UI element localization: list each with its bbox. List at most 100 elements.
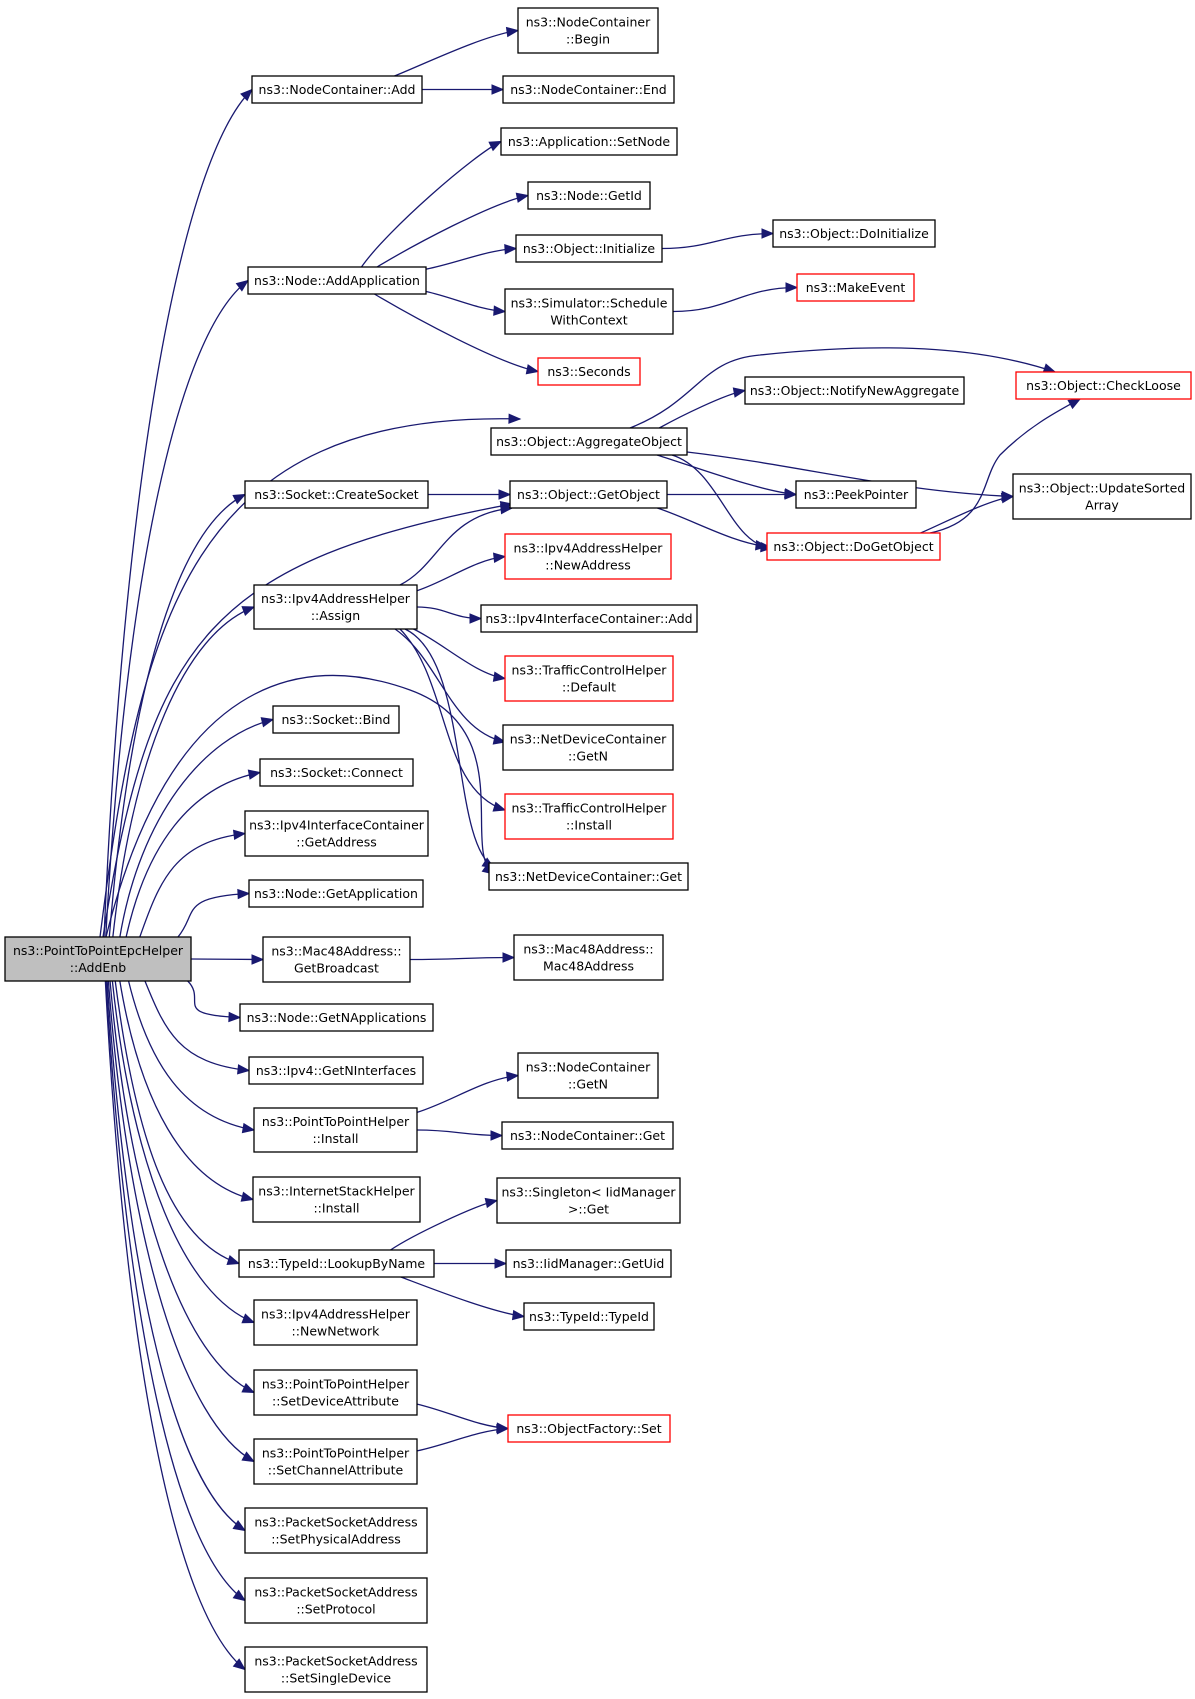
arrowhead-root-to-node_getapp: [237, 888, 251, 900]
arrowhead-nc_add-to-nc_end: [491, 84, 505, 95]
function-node-nc-get[interactable]: ns3::NodeContainer::Get: [501, 1121, 674, 1150]
node-label: ns3::PointToPointHelper: [262, 1446, 410, 1461]
function-node-objfactory-set[interactable]: ns3::ObjectFactory::Set: [507, 1414, 671, 1443]
function-node-ndc-get[interactable]: ns3::NetDeviceContainer::Get: [488, 862, 689, 891]
arrowhead-ipv4ah_assign-to-tch_install: [492, 801, 507, 812]
node-box: [1012, 473, 1192, 520]
arrowhead-ipv4ah_assign-to-tch_default: [492, 671, 507, 682]
function-node-p2ph-setchan[interactable]: ns3::PointToPointHelper::SetChannelAttri…: [253, 1438, 418, 1485]
function-node-ipv4ah-newnet[interactable]: ns3::Ipv4AddressHelper::NewNetwork: [253, 1299, 418, 1346]
node-label: Array: [1085, 498, 1119, 513]
node-box: [796, 273, 915, 302]
node-label: ::SetPhysicalAddress: [271, 1532, 401, 1547]
call-edge-root-to-obj_aggregate: [99, 418, 521, 938]
function-node-seconds[interactable]: ns3::Seconds: [537, 357, 641, 386]
node-box: [505, 1249, 672, 1278]
function-node-mac48-ctor[interactable]: ns3::Mac48Address::Mac48Address: [513, 934, 664, 981]
call-edge-root-to-ndc_get: [105, 674, 495, 938]
call-edge-node_addapp-to-sim_sched: [425, 290, 506, 313]
node-label: ns3::PeekPointer: [804, 487, 909, 502]
function-node-typeid-ctor[interactable]: ns3::TypeId::TypeId: [523, 1302, 655, 1331]
function-node-nc-end[interactable]: ns3::NodeContainer::End: [502, 75, 675, 104]
arrowhead-root-to-ipv4_getnif: [237, 1064, 251, 1075]
function-node-mac48-getbc[interactable]: ns3::Mac48Address::GetBroadcast: [262, 936, 411, 983]
function-node-ipv4ah-newaddr[interactable]: ns3::Ipv4AddressHelper::NewAddress: [504, 533, 672, 580]
node-box: [248, 1056, 424, 1085]
function-node-tch-default[interactable]: ns3::TrafficControlHelper::Default: [504, 655, 674, 702]
node-label: ns3::Object::Initialize: [523, 241, 656, 256]
node-label: ns3::InternetStackHelper: [258, 1184, 415, 1199]
arrowhead-root-to-sock_create: [232, 493, 247, 505]
node-box: [504, 288, 674, 335]
function-node-singleton-get[interactable]: ns3::Singleton< IidManager>::Get: [496, 1177, 681, 1224]
function-node-ish-install[interactable]: ns3::InternetStackHelper::Install: [252, 1176, 421, 1223]
function-node-obj-doinit[interactable]: ns3::Object::DoInitialize: [772, 219, 936, 248]
function-node-nc-getn[interactable]: ns3::NodeContainer::GetN: [517, 1052, 659, 1099]
node-label: ns3::Node::GetNApplications: [247, 1010, 427, 1025]
arrowhead-root-to-ipv4ah_newnet: [241, 1313, 256, 1324]
function-node-psa-setsingle[interactable]: ns3::PacketSocketAddress::SetSingleDevic…: [244, 1646, 428, 1693]
node-label: ns3::Object::NotifyNewAggregate: [750, 383, 960, 398]
node-label: ::SetChannelAttribute: [268, 1463, 404, 1478]
function-node-nc-begin[interactable]: ns3::NodeContainer::Begin: [517, 7, 659, 54]
node-label: ns3::Mac48Address::: [523, 942, 653, 957]
node-box: [238, 1249, 435, 1278]
arrowhead-typeid_lookup-to-iidmgr_getuid: [494, 1258, 508, 1269]
function-node-obj-getobject[interactable]: ns3::Object::GetObject: [509, 480, 668, 509]
function-node-ipv4ic-add[interactable]: ns3::Ipv4InterfaceContainer::Add: [480, 604, 698, 633]
function-node-obj-init[interactable]: ns3::Object::Initialize: [515, 234, 663, 263]
function-node-app-setnode[interactable]: ns3::Application::SetNode: [500, 127, 678, 156]
arrowhead-node_addapp-to-app_setnode: [488, 140, 503, 152]
function-node-obj-notify[interactable]: ns3::Object::NotifyNewAggregate: [744, 376, 965, 405]
function-node-root[interactable]: ns3::PointToPointEpcHelper::AddEnb: [4, 936, 192, 982]
function-node-sock-connect[interactable]: ns3::Socket::Connect: [259, 758, 414, 787]
function-node-node-getapp[interactable]: ns3::Node::GetApplication: [248, 879, 424, 908]
node-box: [515, 234, 663, 263]
arrowhead-node_addapp-to-sim_sched: [493, 305, 507, 316]
function-node-tch-install[interactable]: ns3::TrafficControlHelper::Install: [504, 793, 674, 840]
arrowhead-sock_create-to-obj_getobject: [498, 489, 512, 500]
function-node-node-addapp[interactable]: ns3::Node::AddApplication: [247, 266, 427, 295]
function-node-p2ph-setdev[interactable]: ns3::PointToPointHelper::SetDeviceAttrib…: [253, 1369, 418, 1416]
function-node-ndc-getn[interactable]: ns3::NetDeviceContainer::GetN: [502, 724, 674, 771]
function-node-typeid-lookup[interactable]: ns3::TypeId::LookupByName: [238, 1249, 435, 1278]
function-node-ipv4ah-assign[interactable]: ns3::Ipv4AddressHelper::Assign: [253, 584, 418, 630]
node-box: [501, 1121, 674, 1150]
function-node-ipv4ic-getaddr[interactable]: ns3::Ipv4InterfaceContainer::GetAddress: [244, 810, 429, 857]
node-label: ns3::Object::GetObject: [517, 487, 660, 502]
arrowhead-root-to-mac48_getbc: [251, 954, 265, 965]
arrowhead-p2ph_setchan-to-objfactory_set: [496, 1424, 510, 1435]
function-node-makeevent[interactable]: ns3::MakeEvent: [796, 273, 915, 302]
node-label: ::NewAddress: [545, 558, 630, 573]
node-label: ::SetProtocol: [296, 1602, 375, 1617]
arrowhead-obj_dogetobject-to-obj_updatesorted: [1000, 492, 1015, 504]
function-node-obj-checkloose[interactable]: ns3::Object::CheckLoose: [1015, 371, 1192, 400]
function-node-obj-dogetobject[interactable]: ns3::Object::DoGetObject: [766, 532, 941, 561]
call-edge-obj_init-to-obj_doinit: [661, 232, 774, 250]
arrowhead-root-to-p2ph_setchan: [241, 1451, 256, 1463]
function-node-sock-bind[interactable]: ns3::Socket::Bind: [272, 705, 400, 734]
function-node-nc-add[interactable]: ns3::NodeContainer::Add: [251, 75, 423, 104]
function-node-psa-setproto[interactable]: ns3::PacketSocketAddress::SetProtocol: [244, 1577, 428, 1624]
node-box: [502, 75, 675, 104]
node-box: [488, 862, 689, 891]
function-node-iidmgr-getuid[interactable]: ns3::IidManager::GetUid: [505, 1249, 672, 1278]
node-box: [766, 532, 941, 561]
node-box: [244, 480, 429, 509]
node-box: [251, 75, 423, 104]
call-edge-ipv4ah_assign-to-obj_getobject: [399, 507, 513, 586]
function-node-peekpointer[interactable]: ns3::PeekPointer: [795, 480, 917, 509]
node-box: [509, 480, 668, 509]
function-node-node-getnapps[interactable]: ns3::Node::GetNApplications: [239, 1003, 434, 1032]
function-node-ipv4-getnif[interactable]: ns3::Ipv4::GetNInterfaces: [248, 1056, 424, 1085]
arrowhead-typeid_lookup-to-typeid_ctor: [511, 1309, 526, 1321]
function-node-p2ph-install[interactable]: ns3::PointToPointHelper::Install: [253, 1107, 418, 1153]
function-node-obj-aggregate[interactable]: ns3::Object::AggregateObject: [490, 427, 688, 456]
function-node-psa-setphys[interactable]: ns3::PacketSocketAddress::SetPhysicalAdd…: [244, 1507, 428, 1554]
node-box: [272, 705, 400, 734]
function-node-node-getid[interactable]: ns3::Node::GetId: [527, 181, 651, 210]
function-node-sock-create[interactable]: ns3::Socket::CreateSocket: [244, 480, 429, 509]
